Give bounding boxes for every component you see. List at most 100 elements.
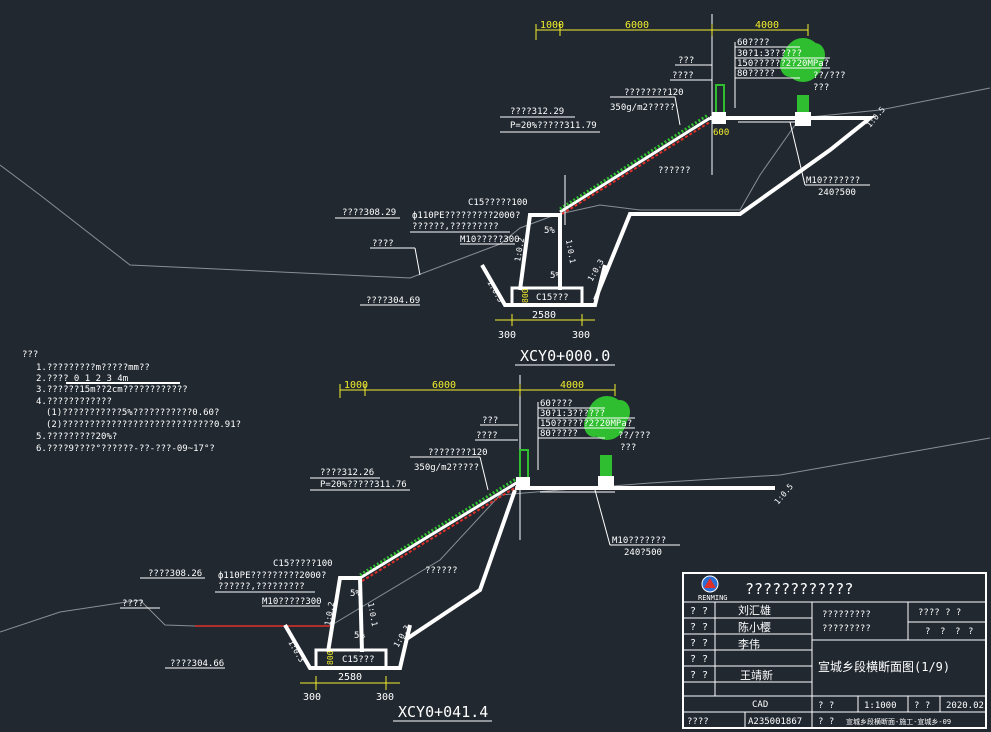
pipe-label: C15?????100: [273, 559, 333, 569]
pipe-label: C15?????100: [468, 198, 528, 208]
mat-label: ????????120: [428, 448, 488, 458]
tree-icon: [780, 38, 825, 126]
pct-2: 5%: [550, 271, 561, 281]
notes-line-7: 5.?????????20%?: [36, 432, 117, 442]
mortar-label: M10?????300: [460, 235, 520, 245]
note-4: 80?????: [540, 429, 578, 439]
elev-mid: ????308.26: [148, 569, 202, 579]
cross-section-a: 1000 6000 4000: [0, 14, 991, 366]
dimension-top: [535, 24, 809, 40]
date-value: 2020.02: [946, 701, 984, 711]
pct-1: 5%: [544, 226, 555, 236]
scale-value: 1:1000: [864, 701, 897, 711]
dim-2580: 2580: [338, 672, 362, 683]
dim-6000: 6000: [625, 20, 649, 31]
dimension-bottom: [495, 314, 595, 326]
notes-line-6: (2)????????????????????????????0.91?: [46, 420, 241, 430]
cross-section-b: 1000 6000 4000: [0, 375, 991, 722]
notes-line-1: 1.?????????m?????mm??: [36, 363, 150, 373]
elev-top: ????312.29: [510, 107, 564, 117]
dim-800: 800: [521, 288, 530, 303]
dim-1000: 1000: [540, 20, 564, 31]
guard-post: [715, 84, 725, 116]
pe-label-2: ??????,?????????: [218, 582, 305, 592]
tree-label: ??/???: [813, 71, 846, 81]
notes-heading: ???: [22, 350, 38, 360]
tree-label-2: ???: [620, 443, 636, 453]
ratio-5: 1:0.5: [773, 482, 795, 506]
dimension-top: [339, 384, 616, 398]
dim-4000: 4000: [560, 380, 584, 391]
cut-slope: [403, 489, 517, 642]
tree-label-2: ???: [813, 83, 829, 93]
leader-lines: [120, 402, 680, 669]
c15-label: C15???: [536, 293, 569, 303]
dim-800: 800: [326, 650, 335, 665]
role-5: ? ?: [690, 670, 708, 681]
retaining-wall: [518, 213, 562, 291]
pct-2: 5%: [354, 631, 365, 641]
post-foot: [712, 112, 726, 124]
notes-line-5: (1)???????????5%???????????0.60?: [46, 408, 219, 418]
general-notes: ??? 1.?????????m?????mm?? 2.???? 0 1 2 3…: [22, 350, 241, 454]
notes-line-3: 3.??????15m??2cm????????????: [36, 385, 188, 395]
slope-face-label: ??????: [658, 166, 691, 176]
elev-p: P=20%?????311.76: [320, 480, 407, 490]
ratio-2: 1:0.1: [366, 602, 379, 627]
grass-cover: [359, 477, 517, 577]
mat-label-2: 350g/m2?????: [610, 103, 675, 113]
c15-base: [314, 648, 388, 670]
mortar-label: M10?????300: [262, 597, 322, 607]
dim-1000: 1000: [344, 380, 368, 391]
pe-label: ф110PE?????????2000?: [412, 211, 520, 221]
dim-300-right: 300: [376, 692, 394, 703]
m10-label-2: 240?500: [624, 548, 662, 558]
ground-label: ????: [122, 599, 144, 609]
post-label: ???: [678, 56, 694, 66]
stage-val-2: ?: [940, 627, 945, 637]
m10-label-2: 240?500: [818, 188, 856, 198]
sheet-value: 宣城乡段横断面-施工-宣城乡-09: [846, 717, 951, 726]
ground-line: [0, 87, 991, 279]
notes-line-8: 6.????9????°??????-??-???-09~17°?: [36, 444, 215, 454]
grass-cover: [559, 113, 709, 211]
project-2: ?????????: [822, 624, 871, 634]
slope-face-label: ??????: [425, 566, 458, 576]
ratio-3: 1:0.3: [485, 279, 505, 305]
ground-label: ????: [372, 239, 394, 249]
ratio-1: 1:0.2: [513, 237, 526, 262]
elev-mid: ????308.29: [342, 208, 396, 218]
section-a-title: XCY0+000.0: [520, 347, 610, 365]
date-label: ? ?: [914, 701, 930, 711]
c15-label: C15???: [342, 655, 375, 665]
slope-surface: [559, 116, 711, 214]
post-foot: [516, 477, 530, 489]
signature-2: 陈小樱: [738, 620, 771, 634]
ratio-1: 1:0.2: [323, 601, 336, 626]
dim-4000: 4000: [755, 20, 779, 31]
signature-1: 刘汇雄: [738, 603, 771, 617]
cad-label: CAD: [752, 700, 768, 710]
note-3: 150??????2?20MPa?: [540, 419, 632, 429]
slope-surface: [359, 480, 519, 580]
dim-600: 600: [713, 128, 729, 138]
m10-label: M10???????: [612, 536, 666, 546]
guard-post: [519, 449, 529, 481]
note-1: 60????: [737, 38, 770, 48]
stage-label: ???? ? ?: [918, 608, 961, 618]
elev-p: P=20%?????311.79: [510, 121, 597, 131]
note-3: 150??????2?20MPa?: [737, 59, 829, 69]
note-4: 80?????: [737, 69, 775, 79]
scale-label: ? ?: [818, 701, 834, 711]
c15-base: [510, 286, 584, 307]
post-label: ???: [482, 416, 498, 426]
section-b-title: XCY0+041.4: [398, 703, 488, 721]
note-1: 60????: [540, 399, 573, 409]
logo-text: RENMING: [698, 594, 728, 602]
pct-1: 5%: [350, 589, 361, 599]
no-label: ????: [687, 717, 709, 727]
mat-label: ????????120: [624, 88, 684, 98]
dim-300-right: 300: [572, 330, 590, 341]
drawing-title: 宣城乡段横断面图(1/9): [818, 659, 950, 674]
